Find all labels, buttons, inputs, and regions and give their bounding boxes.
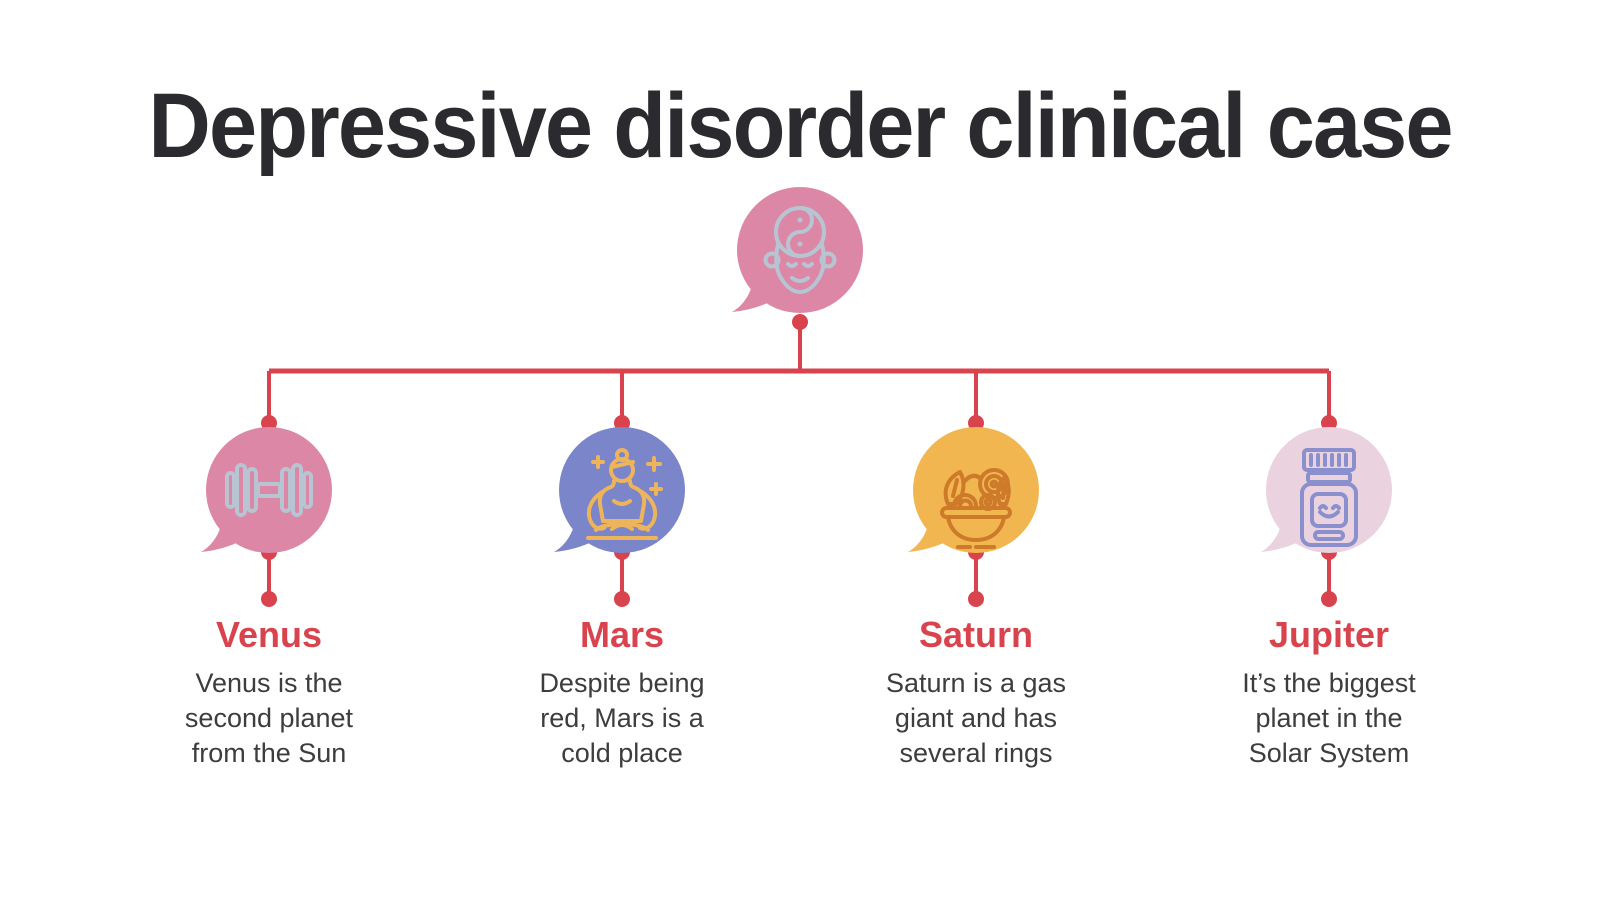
node-heading-saturn: Saturn: [918, 614, 1033, 655]
bubble-tail: [908, 526, 950, 552]
yinyang-dot: [797, 217, 803, 223]
node-mars: Mars Despite being red, Mars is a cold p…: [482, 614, 762, 771]
root-bubble: [732, 187, 863, 313]
yinyang-dot: [797, 241, 803, 247]
connector-dot: [614, 415, 630, 431]
jupiter-bubble: [1261, 427, 1392, 553]
connector-dot: [261, 415, 277, 431]
venus-bubble: [201, 427, 332, 553]
pill-bottle-icon: [1300, 448, 1358, 547]
bubble-body: [206, 427, 332, 553]
bubble-tail: [732, 286, 774, 312]
node-description-venus: Venus is the second planet from the Sun: [184, 668, 354, 768]
connector-dot: [1321, 591, 1337, 607]
node-description-saturn: Saturn is a gas giant and has several ri…: [885, 668, 1067, 768]
bubble-tail: [201, 526, 243, 552]
bubble-body: [913, 427, 1039, 553]
bubble-body: [1266, 427, 1392, 553]
node-heading-mars: Mars: [579, 614, 665, 655]
saturn-bubble: [908, 427, 1039, 553]
node-heading-jupiter: Jupiter: [1268, 614, 1390, 655]
node-heading-venus: Venus: [215, 614, 323, 655]
node-venus: Venus Venus is the second planet from th…: [129, 614, 409, 771]
mars-bubble: [554, 427, 685, 553]
salad-bowl-icon: [940, 468, 1012, 549]
connector-dot: [614, 591, 630, 607]
connector-dot: [968, 591, 984, 607]
dumbbell-icon: [225, 463, 313, 517]
connector-dot: [261, 591, 277, 607]
bubble-tail: [1261, 526, 1303, 552]
connector-dot: [968, 415, 984, 431]
connector-dot: [1321, 415, 1337, 431]
page-title: Depressive disorder clinical case: [148, 75, 1453, 177]
node-jupiter: Jupiter It’s the biggest planet in the S…: [1189, 614, 1469, 771]
connector-dot: [792, 314, 808, 330]
meditation-icon: [586, 448, 663, 540]
bubble-body: [737, 187, 863, 313]
node-description-jupiter: It’s the biggest planet in the Solar Sys…: [1242, 668, 1416, 768]
bubble-tail: [554, 526, 596, 552]
mind-yinyang-icon: [763, 206, 837, 294]
node-description-mars: Despite being red, Mars is a cold place: [539, 668, 705, 768]
node-saturn: Saturn Saturn is a gas giant and has sev…: [836, 614, 1116, 771]
